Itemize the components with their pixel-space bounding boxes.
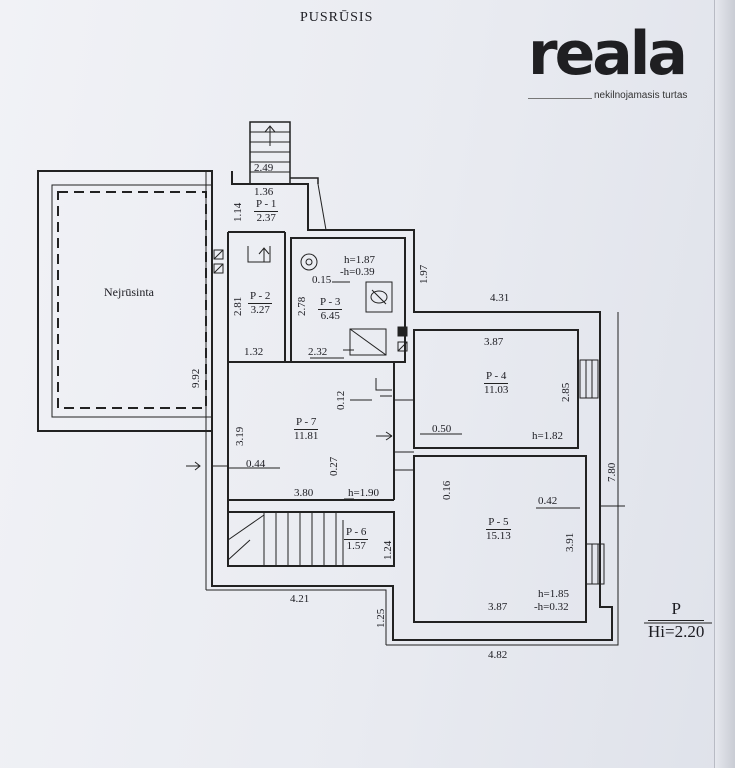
dim-0-27: 0.27 [328, 456, 340, 476]
dim-1-25: 1.25 [375, 608, 387, 628]
height-p5: h=1.85 [538, 588, 569, 600]
room-p6-wall [227, 511, 395, 567]
dim-4-31: 4.31 [490, 292, 510, 304]
dim-3-87-bottom: 3.87 [488, 601, 508, 613]
height-neg-p3: -h=0.39 [340, 266, 375, 278]
dim-1-97: 1.97 [418, 264, 430, 284]
dim-2-32: 2.32 [308, 346, 328, 358]
dim-2-81: 2.81 [232, 296, 244, 316]
height-p3: h=1.87 [344, 254, 375, 266]
room-p7-area: 11.81 [294, 430, 319, 442]
room-p3-code: P - 3 [318, 296, 343, 310]
dim-4-82: 4.82 [488, 649, 508, 661]
dim-3-19: 3.19 [234, 426, 246, 446]
unfinished-area-inner [51, 184, 213, 418]
dim-3-91: 3.91 [564, 532, 576, 552]
tank-box [349, 328, 387, 356]
unfinished-area-outline [37, 170, 213, 432]
dim-2-78: 2.78 [296, 296, 308, 316]
window-p4 [579, 359, 599, 399]
legend-height: Hi=2.20 [648, 622, 705, 641]
dim-0-15: 0.15 [312, 274, 332, 286]
brand-logo: reala nekilnojamasis turtas [528, 19, 704, 102]
brand-tagline: nekilnojamasis turtas [594, 90, 688, 101]
dim-1-36: 1.36 [254, 186, 274, 198]
room-p2: P - 2 3.27 [248, 290, 273, 317]
floor-title: PUSRŪSIS [300, 10, 374, 25]
room-p3-wall [290, 237, 406, 363]
dim-7-80: 7.80 [606, 462, 618, 482]
boiler-box [365, 281, 393, 313]
dim-1-14: 1.14 [232, 202, 244, 222]
dim-4-21: 4.21 [290, 593, 310, 605]
outer-wall [211, 171, 613, 641]
floor-legend: P Hi=2.20 [648, 598, 705, 643]
outer-wall-south [206, 589, 387, 645]
dim-9-92: 9.92 [190, 368, 202, 388]
room-p7-code: P - 7 [294, 416, 319, 430]
room-p2-code: P - 2 [248, 290, 273, 304]
height-p4: h=1.82 [532, 430, 563, 442]
room-p1-area: 2.37 [256, 212, 276, 224]
entry-stair [249, 121, 291, 185]
room-p4-code: P - 4 [484, 370, 509, 384]
dim-0-16: 0.16 [441, 480, 453, 500]
room-p6-area: 1.57 [346, 540, 366, 552]
unfinished-area-dashed [57, 191, 207, 409]
dim-2-49: 2.49 [254, 162, 274, 174]
brand-name: reala [528, 19, 688, 89]
room-p7: P - 7 11.81 [294, 416, 319, 443]
dim-1-32: 1.32 [244, 346, 264, 358]
outer-wall-bottom [386, 312, 619, 646]
page-edge [714, 0, 735, 768]
room-p5-area: 15.13 [486, 530, 511, 542]
dim-3-87-top: 3.87 [484, 336, 504, 348]
dim-2-85: 2.85 [560, 382, 572, 402]
drain-circle [300, 253, 318, 271]
height-neg-p5: -h=0.32 [534, 601, 569, 613]
dim-0-12: 0.12 [335, 390, 347, 410]
room-p3-area: 6.45 [320, 310, 340, 322]
room-p4-wall [413, 329, 579, 449]
height-p7: h=1.90 [348, 487, 379, 499]
room-p5-code: P - 5 [486, 516, 511, 530]
room-p2-area: 3.27 [250, 304, 270, 316]
room-p6-code: P - 6 [344, 526, 369, 540]
window-p5 [585, 543, 605, 585]
room-p6: P - 6 1.57 [344, 526, 369, 553]
dim-0-42: 0.42 [538, 495, 558, 507]
room-p1: P - 1 2.37 [254, 198, 279, 225]
room-p4: P - 4 11.03 [484, 370, 509, 397]
dim-3-80: 3.80 [294, 487, 314, 499]
unfinished-area-label: Nejrūsinta [104, 285, 154, 299]
entry-step-wall [290, 177, 319, 184]
dim-0-50: 0.50 [432, 423, 452, 435]
room-p4-area: 11.03 [484, 384, 509, 396]
room-p5-wall [413, 455, 587, 623]
dim-1-24: 1.24 [382, 540, 394, 560]
room-p5: P - 5 15.13 [486, 516, 511, 543]
room-p1-code: P - 1 [254, 198, 279, 212]
room-p3: P - 3 6.45 [318, 296, 343, 323]
brand-divider [528, 98, 592, 99]
dim-0-44: 0.44 [246, 458, 266, 470]
legend-label: P [648, 598, 705, 621]
